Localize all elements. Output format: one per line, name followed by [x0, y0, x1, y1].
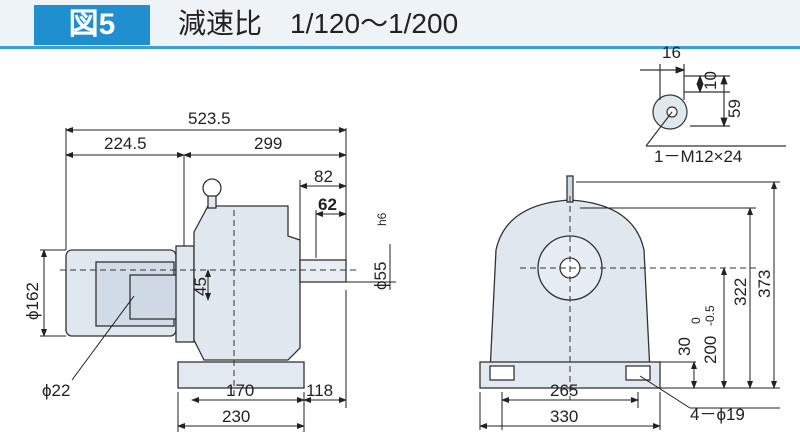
dim-height-total: 373 — [755, 270, 774, 298]
side-base — [177, 361, 305, 389]
dim-shaft-height-small: 59 — [725, 99, 744, 118]
dim-cable-dia: ϕ22 — [42, 381, 70, 400]
dim-foot-inner: 265 — [550, 381, 578, 400]
dim-motor-length: 224.5 — [104, 134, 147, 153]
dim-key-depth: 10 — [701, 71, 720, 90]
foot-slot-left — [489, 365, 515, 381]
dim-shaft-tol: h6 — [375, 212, 389, 226]
dim-base-inner: 170 — [226, 381, 254, 400]
dim-total-length: 523.5 — [188, 109, 231, 128]
dim-base-offset: 118 — [306, 381, 333, 400]
dim-foot-outer: 330 — [550, 407, 578, 426]
dim-base-thick: 30 — [675, 337, 694, 356]
dim-shaft-reach: 82 — [314, 167, 333, 186]
terminal-box — [129, 274, 179, 320]
header-rule — [0, 46, 800, 49]
figure-number-badge: 図5 — [34, 5, 150, 45]
dim-center-height: 200 — [701, 336, 720, 364]
dim-gear-length: 299 — [254, 134, 282, 153]
gear-housing — [193, 205, 301, 361]
dim-bolt-holes: 4－ϕ19 — [690, 405, 745, 424]
figure-header: 図5 減速比 1/120～1/200 — [0, 0, 800, 46]
output-shaft — [299, 259, 347, 283]
dim-center-tol-lower: -0.5 — [703, 305, 717, 326]
foot-slot-right — [625, 365, 651, 381]
dim-offset: 45 — [191, 277, 210, 296]
dim-center-tol-upper: 0 — [689, 317, 703, 324]
dim-shaft-dia: ϕ55 — [371, 262, 390, 290]
dim-motor-dia: ϕ162 — [23, 282, 42, 320]
dim-height-center: 322 — [731, 278, 750, 306]
dim-key-width: 16 — [662, 43, 681, 62]
shaft-end-detail — [640, 64, 786, 147]
eye-bolt — [202, 178, 222, 198]
figure-title: 減速比 1/120～1/200 — [178, 8, 459, 39]
dim-base-outer: 230 — [222, 407, 250, 426]
dim-tap: 1－M12×24 — [654, 147, 742, 166]
dim-shaft-length: 62 — [318, 195, 337, 214]
